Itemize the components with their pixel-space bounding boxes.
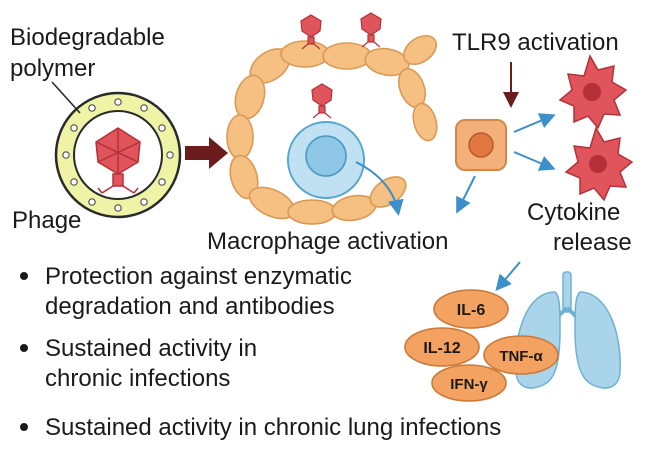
activated-cell-icon-2 [564,126,634,202]
dark-arrow [185,137,228,169]
arrow-cell-to-macrophage [456,175,476,214]
macrophage-cell [226,34,438,225]
cytokine-pill-ifn: IFN-γ [431,364,507,402]
phage-icon-top-1 [300,14,322,50]
polymer-dots [62,98,174,212]
cytokine-pill-il12: IL-12 [404,327,480,367]
arrow-macrophage-activation [355,161,404,216]
phage-icon-mid [311,83,333,119]
phage-icon [95,127,141,194]
cytokine-ifn: IFN-γ [450,376,488,393]
macrophage-activation-label: Macrophage activation [207,228,448,255]
immune-cell [455,119,507,171]
arrow-to-virus-1 [513,113,556,133]
polymer-capsule [51,81,182,219]
bullet-dot [20,272,28,280]
bullet-3-line-1: Sustained activity in chronic lung infec… [45,414,501,441]
activated-cell-icon-1 [558,54,628,130]
cytokine-pill-il6: IL-6 [433,289,509,329]
bullet-1-line-2: degradation and antibodies [45,293,335,320]
cytokine-tnf: TNF-α [499,348,543,365]
cytokine-il6: IL-6 [457,302,486,319]
tlr9-label: TLR9 activation [452,29,619,56]
bullet-dot [20,423,28,431]
bullet-1-line-1: Protection against enzymatic [45,263,352,290]
polymer-label-line2: polymer [10,55,95,82]
arrow-to-virus-2 [513,151,556,171]
arrow-cytokine-release [495,261,521,292]
cytokine-il12: IL-12 [423,340,460,357]
cytokine-label-line1: Cytokine [527,199,620,226]
cytokine-pill-tnf: TNF-α [483,335,559,375]
cytokine-label-line2: release [553,229,632,256]
polymer-label-line1: Biodegradable [10,24,165,51]
polymer-pointer-line [51,81,81,114]
phage-icon-top-2 [360,12,382,48]
bullet-dot [20,344,28,352]
bullet-2-line-2: chronic infections [45,365,230,392]
phage-label: Phage [12,207,81,234]
bullet-2-line-1: Sustained activity in [45,335,257,362]
bullet-list: Protection against enzymatic degradation… [20,263,501,441]
macrophage-nucleus [287,121,365,199]
